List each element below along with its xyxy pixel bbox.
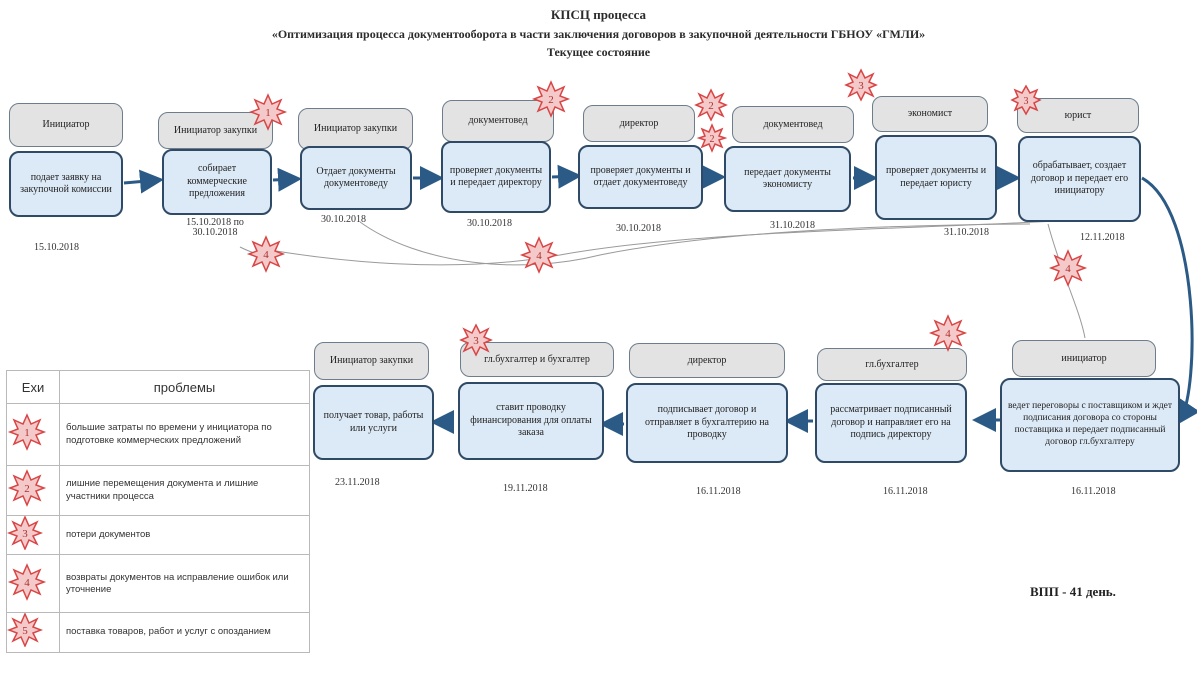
burst-icon: 2 [7, 469, 47, 508]
svg-text:3: 3 [22, 528, 28, 540]
burst-number: 4 [536, 250, 542, 262]
burst-icon: 3 [6, 515, 44, 551]
actor-box: Инициатор закупки [314, 342, 429, 380]
return-line [1047, 223, 1086, 339]
task-box: ведет переговоры с поставщиком и ждет по… [1000, 378, 1180, 472]
actor-box: документовед [732, 106, 854, 143]
legend-burst-cell: 4 [6, 554, 60, 614]
task-box: подает заявку на закупочной комиссии [9, 151, 123, 217]
date-label: 12.11.2018 [1080, 232, 1125, 243]
task-box: проверяет документы и передает директору [441, 141, 551, 213]
problem-burst-4: 4 [519, 236, 559, 274]
date-label: 31.10.2018 [944, 227, 989, 238]
return-line [359, 221, 1031, 266]
actor-box: экономист [872, 96, 988, 132]
legend-problem-text: большие затраты по времени у инициатора … [59, 403, 310, 466]
return-line [269, 219, 1076, 266]
burst-icon: 5 [6, 612, 44, 649]
task-box: ставит проводку финансирования для оплат… [458, 382, 604, 460]
problem-burst-3: 3 [1010, 84, 1042, 116]
task-box: рассматривает подписанный договор и напр… [815, 383, 967, 463]
diagram-title: КПСЦ процесса [550, 7, 647, 22]
legend-problem-text: лишние перемещения документа и лишние уч… [59, 465, 310, 516]
task-box: проверяет документы и отдает документове… [578, 145, 703, 209]
legend-col2-header: проблемы [59, 370, 310, 404]
date-label: 19.11.2018 [503, 483, 548, 494]
task-box: собирает коммерческие предложения [162, 149, 272, 215]
burst-icon: 1 [7, 413, 47, 452]
total-lead-time: ВПП - 41 день. [1030, 584, 1116, 599]
problem-burst-1: 1 [248, 93, 288, 131]
task-box: Отдает документы документоведу [300, 146, 412, 210]
date-label: 16.11.2018 [696, 486, 741, 497]
actor-box: Инициатор закупки [298, 108, 413, 150]
legend-burst-cell: 5 [6, 612, 60, 653]
problem-burst-4: 4 [1048, 249, 1088, 287]
problem-burst-2: 2 [531, 80, 571, 118]
actor-box: Инициатор закупки [158, 112, 273, 149]
legend-problem-text: возвраты документов на исправление ошибо… [59, 554, 310, 614]
task-box: получает товар, работы или услуги [313, 385, 434, 460]
flow-arrow [123, 169, 164, 194]
svg-text:2: 2 [24, 483, 30, 495]
burst-icon: 4 [7, 562, 47, 601]
task-box: подписывает договор и отправляет в бухга… [626, 383, 788, 463]
svg-text:5: 5 [22, 625, 28, 637]
legend-problem-text: потери документов [59, 514, 310, 556]
burst-number: 3 [473, 335, 479, 347]
problem-burst-2: 2 [694, 88, 728, 122]
problem-burst-2: 2 [696, 123, 728, 153]
state-label: Текущее состояние [546, 45, 651, 59]
flow-arrow [551, 164, 582, 189]
date-label: 30.10.2018 [321, 214, 366, 225]
burst-number: 4 [945, 328, 951, 340]
legend-burst-cell: 1 [6, 403, 60, 466]
burst-number: 2 [708, 100, 714, 112]
date-label: 16.11.2018 [1071, 486, 1116, 497]
actor-box: гл.бухгалтер [817, 348, 967, 381]
problem-burst-4: 4 [928, 314, 968, 352]
burst-number: 3 [1024, 96, 1029, 107]
legend-burst-cell: 2 [6, 465, 60, 516]
legend-problem-text: поставка товаров, работ и услуг с опозда… [59, 612, 310, 653]
problems-legend: Ехи проблемы 1 большие затраты по времен… [6, 370, 310, 653]
actor-box: Инициатор [9, 103, 123, 147]
flow-arrow-curved [1141, 176, 1197, 426]
svg-text:1: 1 [24, 427, 30, 439]
actor-box: директор [629, 343, 785, 378]
date-label: 30.10.2018 [467, 218, 512, 229]
diagram-subtitle: «Оптимизация процесса документооборота в… [271, 27, 926, 41]
legend-burst-cell: 3 [6, 514, 60, 556]
date-label: 15.10.2018 [34, 242, 79, 253]
burst-number: 1 [265, 107, 271, 119]
date-label: 30.10.2018 [616, 223, 661, 234]
actor-box: директор [583, 105, 695, 142]
actor-box: документовед [442, 100, 554, 142]
burst-number: 4 [1065, 263, 1071, 275]
task-box: обрабатывает, создает договор и передает… [1018, 136, 1141, 222]
flow-arrow [272, 167, 302, 192]
burst-number: 2 [548, 94, 554, 106]
burst-number: 3 [858, 80, 864, 92]
task-box: передает документы экономисту [724, 146, 851, 212]
burst-number: 2 [710, 134, 715, 145]
date-label: 16.11.2018 [883, 486, 928, 497]
burst-number: 4 [263, 249, 269, 261]
date-label: 23.11.2018 [335, 477, 380, 488]
task-box: проверяет документы и передает юристу [875, 135, 997, 220]
problem-burst-3: 3 [844, 68, 878, 102]
legend-col1-header: Ехи [6, 370, 60, 404]
svg-text:4: 4 [24, 577, 30, 589]
problem-burst-3: 3 [459, 323, 493, 357]
problem-burst-4: 4 [246, 235, 286, 273]
date-label: 31.10.2018 [770, 220, 815, 231]
date-label: 15.10.2018 по 30.10.2018 [186, 217, 244, 238]
actor-box: инициатор [1012, 340, 1156, 377]
actor-box: юрист [1017, 98, 1139, 133]
